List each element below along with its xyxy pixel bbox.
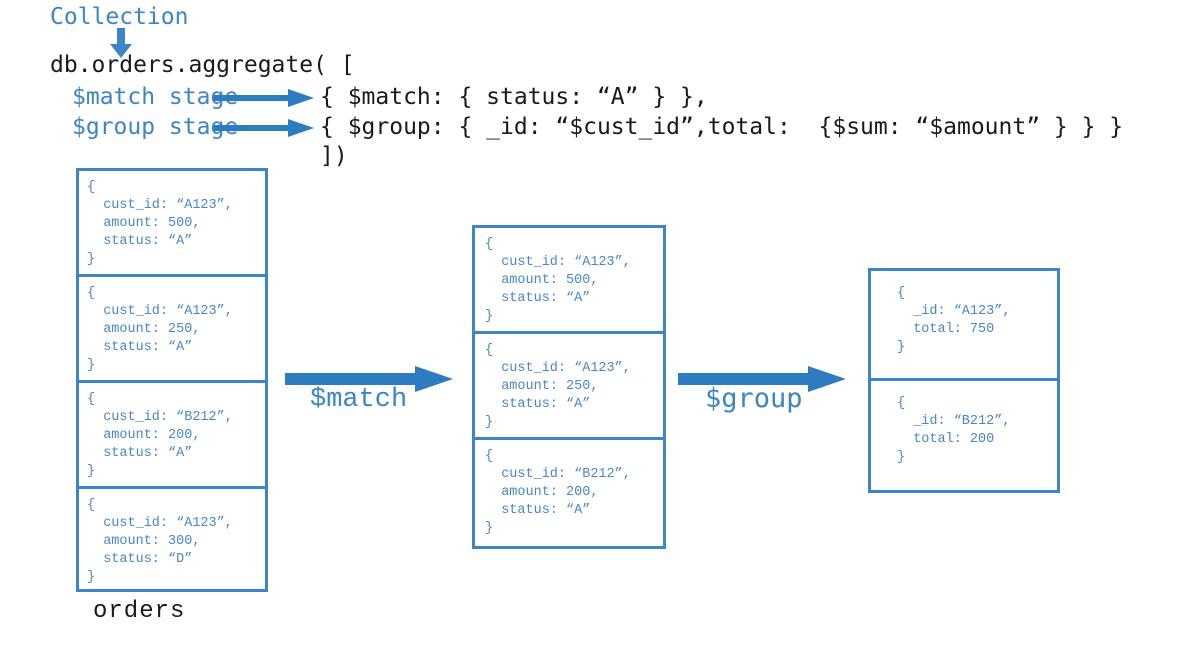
document-field: amount: 250, [87,322,201,337]
document-body: { cust_id: “B212”, amount: 200, status: … [79,383,265,481]
match-stage-flow-label: $match [310,385,408,415]
orders-collection-table: { cust_id: “A123”, amount: 500, status: … [76,168,268,592]
aggregate-closing-line: ]) [320,143,348,169]
document-close-brace: } [485,309,494,324]
document-cell: { cust_id: “B212”, amount: 200, status: … [475,440,663,546]
match-stage-code: { $match: { status: “A” } }, [320,84,708,110]
document-field: _id: “A123”, [897,304,1011,319]
document-body: { cust_id: “A123”, amount: 500, status: … [79,171,265,269]
grouped-documents-table: { _id: “A123”, total: 750}{ _id: “B212”,… [868,268,1060,493]
collection-callout-label: Collection [50,4,189,30]
document-field: cust_id: “A123”, [485,255,631,270]
down-arrow-icon [110,28,132,58]
document-open-brace: { [897,395,906,411]
document-field: cust_id: “A123”, [87,304,233,319]
document-body: { _id: “B212”, total: 200} [871,381,1057,467]
document-field: cust_id: “B212”, [485,467,631,482]
document-field: status: “D” [87,552,193,567]
document-field: total: 200 [897,431,995,447]
document-close-brace: } [87,252,96,267]
group-stage-code: { $group: { _id: “$cust_id”,total: {$sum… [320,114,1124,140]
query-header: Collection db.orders.aggregate( [ $match… [0,0,1179,169]
document-body: { cust_id: “B212”, amount: 200, status: … [475,440,663,538]
document-cell: { _id: “B212”, total: 200} [871,381,1057,491]
document-cell: { cust_id: “A123”, amount: 500, status: … [79,171,265,277]
document-cell: { _id: “A123”, total: 750} [871,271,1057,381]
document-field: amount: 200, [485,485,599,500]
document-field: amount: 250, [485,379,599,394]
document-field: _id: “B212”, [897,413,1011,429]
document-cell: { cust_id: “A123”, amount: 500, status: … [475,228,663,334]
document-close-brace: } [87,464,96,479]
document-open-brace: { [87,498,96,513]
document-cell: { cust_id: “A123”, amount: 250, status: … [79,277,265,383]
document-body: { cust_id: “A123”, amount: 300, status: … [79,489,265,587]
group-stage-flow-label: $group [705,383,803,414]
document-field: amount: 500, [87,216,201,231]
orders-collection-caption: orders [93,598,186,625]
document-field: cust_id: “A123”, [485,361,631,376]
right-arrow-icon [285,366,453,392]
right-arrow-icon [214,119,314,137]
document-field: status: “A” [485,291,591,306]
document-open-brace: { [897,286,906,301]
document-field: amount: 200, [87,428,201,443]
document-open-brace: { [87,180,96,195]
document-close-brace: } [87,570,96,585]
document-field: status: “A” [87,446,193,461]
document-close-brace: } [897,449,906,465]
right-arrow-icon [214,89,314,107]
document-field: cust_id: “B212”, [87,410,233,425]
aggregate-query-line: db.orders.aggregate( [ [50,52,355,78]
document-body: { _id: “A123”, total: 750} [871,271,1057,357]
document-close-brace: } [485,521,494,536]
document-close-brace: } [485,415,494,430]
document-open-brace: { [87,392,96,407]
document-close-brace: } [87,358,96,373]
document-field: status: “A” [87,340,193,355]
document-open-brace: { [485,237,494,252]
matched-documents-table: { cust_id: “A123”, amount: 500, status: … [472,225,666,549]
document-field: cust_id: “A123”, [87,198,233,213]
document-close-brace: } [897,340,906,355]
document-field: amount: 500, [485,273,599,288]
right-arrow-icon [678,366,846,392]
document-field: status: “A” [485,397,591,412]
match-stage-callout-label: $match stage [72,84,239,110]
document-body: { cust_id: “A123”, amount: 250, status: … [475,334,663,432]
document-open-brace: { [87,286,96,301]
document-field: status: “A” [485,503,591,518]
document-cell: { cust_id: “A123”, amount: 250, status: … [475,334,663,440]
document-field: total: 750 [897,322,995,337]
document-open-brace: { [485,343,494,358]
document-field: amount: 300, [87,534,201,549]
document-body: { cust_id: “A123”, amount: 500, status: … [475,228,663,326]
document-field: cust_id: “A123”, [87,516,233,531]
document-cell: { cust_id: “B212”, amount: 200, status: … [79,383,265,489]
document-cell: { cust_id: “A123”, amount: 300, status: … [79,489,265,595]
document-body: { cust_id: “A123”, amount: 250, status: … [79,277,265,375]
document-field: status: “A” [87,234,193,249]
document-open-brace: { [485,449,494,464]
